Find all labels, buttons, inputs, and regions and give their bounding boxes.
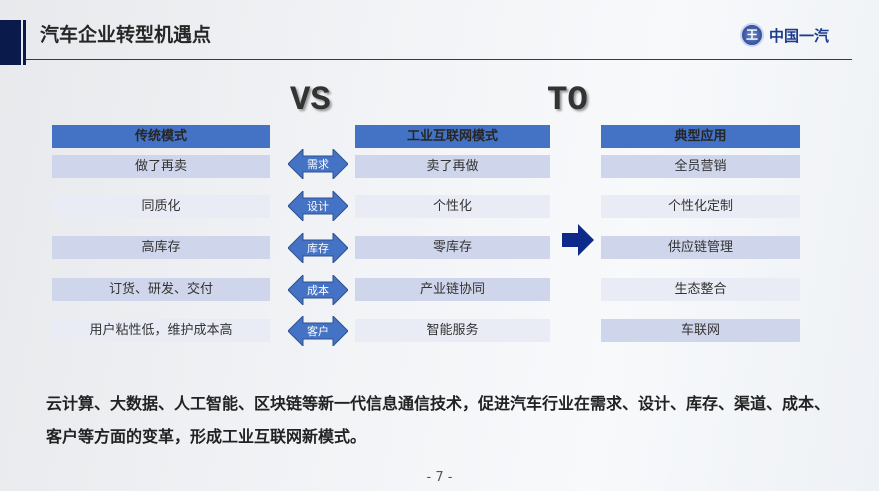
to-label: TO [547, 82, 588, 120]
double-arrow-icon: 成本 [288, 275, 348, 305]
right-arrow-icon [562, 224, 594, 260]
page-title: 汽车企业转型机遇点 [40, 24, 212, 46]
industrial-row: 个性化 [355, 195, 550, 218]
application-row: 个性化定制 [601, 195, 800, 218]
traditional-header: 传统模式 [52, 125, 270, 148]
industrial-row: 卖了再做 [355, 155, 550, 178]
application-row: 全员营销 [601, 155, 800, 178]
application-row: 生态整合 [601, 278, 800, 301]
double-arrow-icon: 设计 [288, 191, 348, 221]
summary-text: 云计算、大数据、人工智能、区块链等新一代信息通信技术，促进汽车行业在需求、设计、… [46, 394, 831, 446]
double-arrow-icon: 客户 [288, 316, 348, 346]
traditional-row: 同质化 [52, 195, 270, 218]
traditional-row: 订货、研发、交付 [52, 278, 270, 301]
logo-text: 中国一汽 [769, 26, 830, 45]
applications-header: 典型应用 [601, 125, 800, 148]
title-accent-bar [0, 20, 21, 65]
arrow-label: 设计 [307, 200, 329, 213]
industrial-header: 工业互联网模式 [355, 125, 550, 148]
traditional-row: 做了再卖 [52, 155, 270, 178]
application-row: 供应链管理 [601, 236, 800, 259]
arrow-label: 库存 [307, 242, 329, 255]
double-arrow-icon: 库存 [288, 233, 348, 263]
title-divider [26, 59, 852, 60]
faw-emblem-icon: 王 [740, 23, 764, 47]
industrial-row: 零库存 [355, 236, 550, 259]
arrow-label: 需求 [307, 158, 329, 171]
arrow-label: 成本 [307, 284, 329, 297]
industrial-row: 智能服务 [355, 319, 550, 342]
traditional-row: 高库存 [52, 236, 270, 259]
double-arrow-icon: 需求 [288, 149, 348, 179]
industrial-row: 产业链协同 [355, 278, 550, 301]
faw-logo: 王 中国一汽 [740, 23, 829, 47]
application-row: 车联网 [601, 319, 800, 342]
page-number: - 7 - [426, 470, 453, 485]
traditional-row: 用户粘性低，维护成本高 [52, 319, 270, 342]
title-accent-bar-thin [23, 20, 26, 65]
vs-label: VS [290, 82, 331, 120]
arrow-label: 客户 [307, 325, 329, 338]
